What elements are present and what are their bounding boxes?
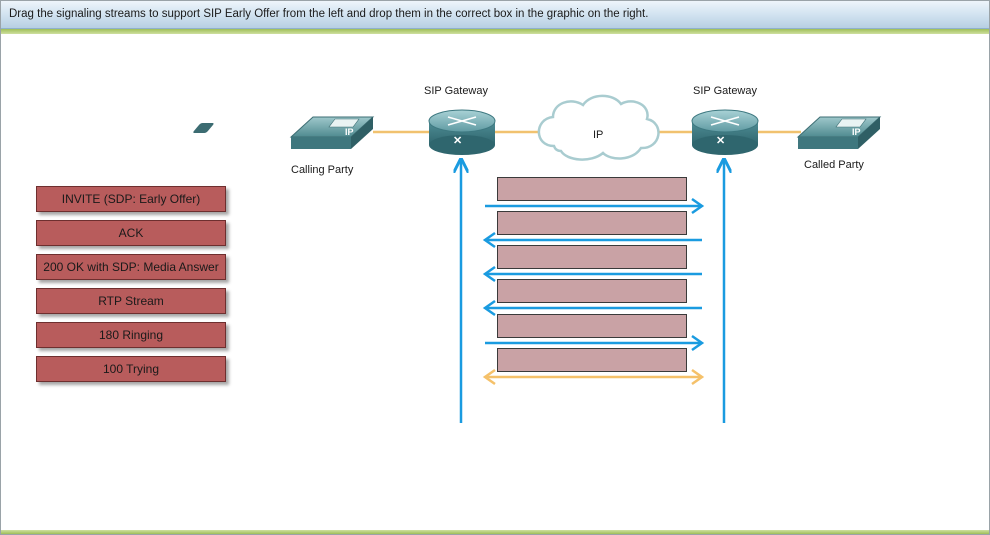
drag-item-ack[interactable]: ACK bbox=[36, 220, 226, 246]
flow-arrows bbox=[482, 197, 705, 386]
called-phone-icon: IP bbox=[796, 116, 882, 149]
drop-box-4[interactable] bbox=[497, 279, 687, 303]
calling-party-label: Calling Party bbox=[291, 164, 354, 176]
drag-item-200-ok[interactable]: 200 OK with SDP: Media Answer bbox=[36, 254, 226, 280]
footer-divider bbox=[1, 530, 989, 534]
svg-text:✕: ✕ bbox=[716, 135, 725, 147]
arrowhead-icon bbox=[482, 265, 496, 283]
arrowhead-icon bbox=[691, 368, 705, 386]
drop-box-1[interactable] bbox=[497, 177, 687, 201]
arrowhead-icon bbox=[482, 368, 496, 386]
svg-text:IP: IP bbox=[852, 127, 861, 137]
arrowhead-icon bbox=[691, 334, 705, 352]
drop-box-2[interactable] bbox=[497, 211, 687, 235]
drop-box-5[interactable] bbox=[497, 314, 687, 338]
calling-phone-icon: IP bbox=[193, 116, 375, 149]
svg-text:IP: IP bbox=[345, 127, 354, 137]
drag-item-invite[interactable]: INVITE (SDP: Early Offer) bbox=[36, 186, 226, 212]
arrowhead-icon bbox=[691, 197, 705, 215]
drop-box-3[interactable] bbox=[497, 245, 687, 269]
right-gateway-router-icon: ✕ bbox=[691, 109, 759, 155]
drag-item-100-trying[interactable]: 100 Trying bbox=[36, 356, 226, 382]
ip-cloud-label: IP bbox=[593, 129, 604, 141]
drag-item-180-ringing[interactable]: 180 Ringing bbox=[36, 322, 226, 348]
left-gateway-label: SIP Gateway bbox=[424, 85, 488, 97]
drag-item-rtp-stream[interactable]: RTP Stream bbox=[36, 288, 226, 314]
left-gateway-router-icon: ✕ bbox=[428, 109, 496, 155]
called-party-label: Called Party bbox=[804, 159, 864, 171]
arrowhead-icon bbox=[482, 231, 496, 249]
ip-cloud-icon bbox=[537, 94, 660, 161]
arrowhead-icon bbox=[482, 299, 496, 317]
instruction-bar: Drag the signaling streams to support SI… bbox=[1, 1, 989, 29]
right-gateway-label: SIP Gateway bbox=[693, 85, 757, 97]
svg-text:✕: ✕ bbox=[453, 135, 462, 147]
header-divider bbox=[1, 29, 989, 34]
instruction-text: Drag the signaling streams to support SI… bbox=[9, 8, 649, 20]
drop-box-6[interactable] bbox=[497, 348, 687, 372]
